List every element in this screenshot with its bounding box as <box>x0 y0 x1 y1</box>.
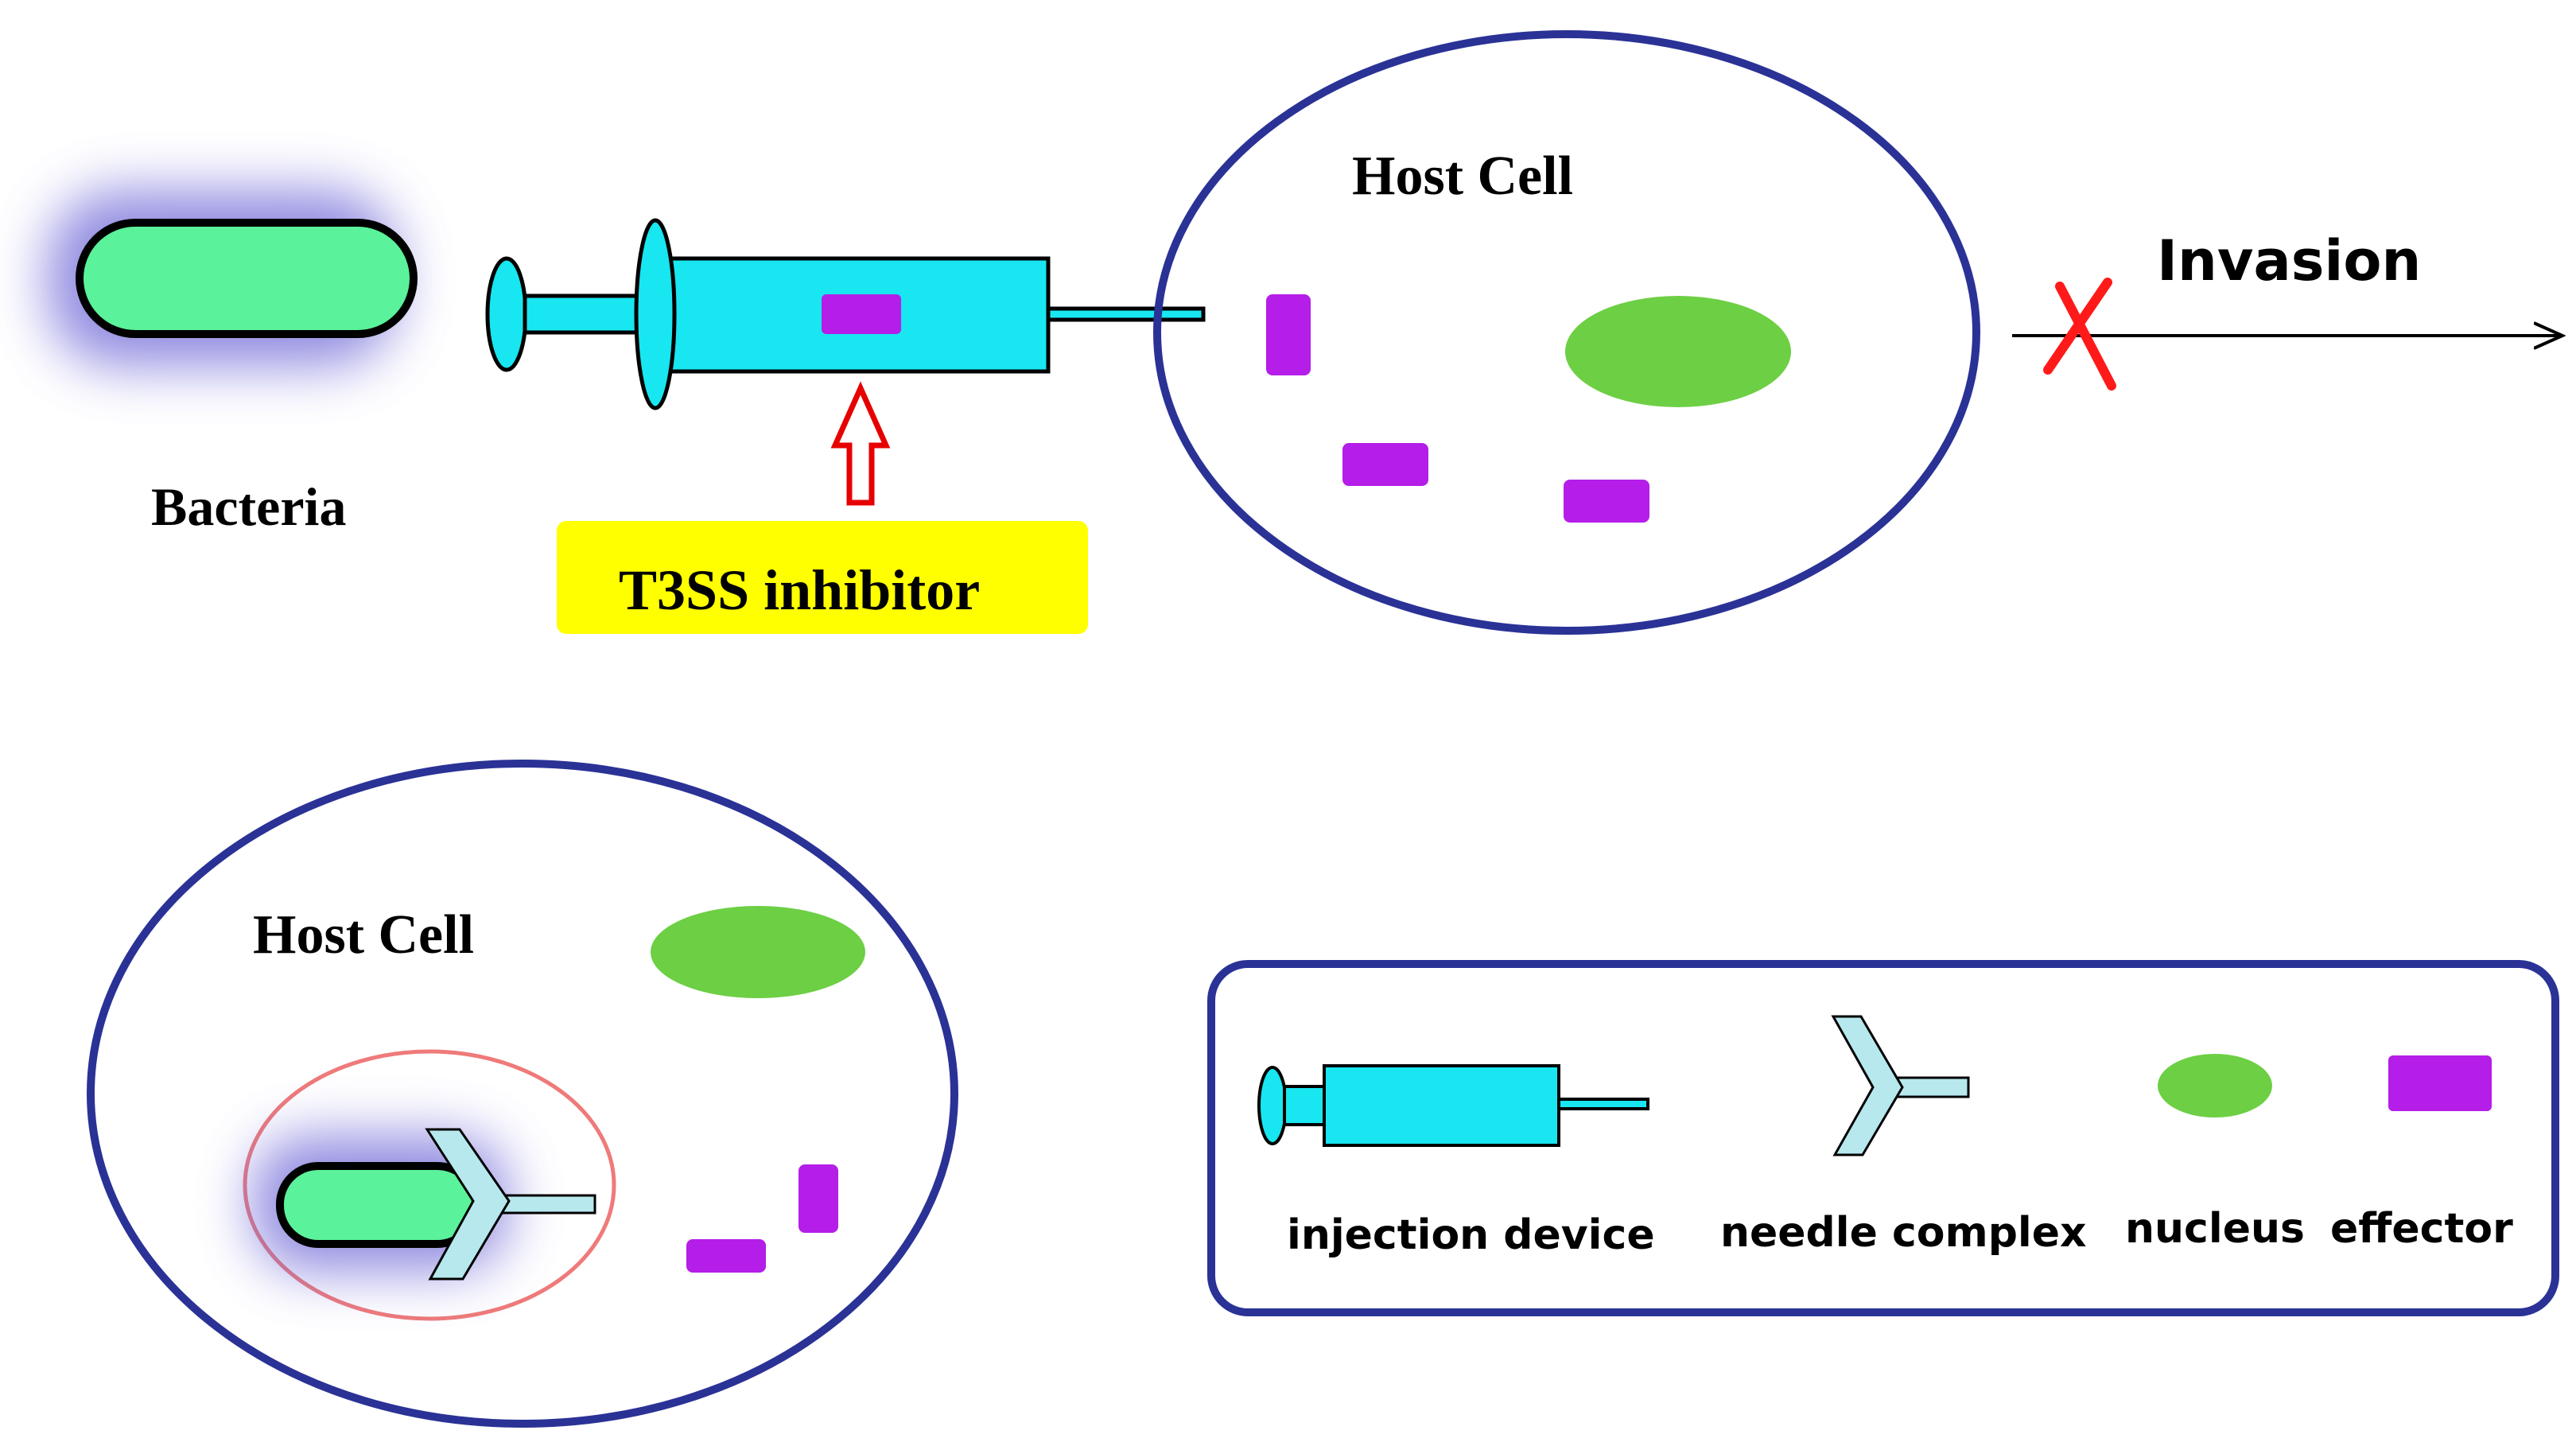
injection-device-top <box>485 218 1206 410</box>
needle-complex-bottom <box>425 1128 596 1281</box>
effector-bottom-1 <box>798 1164 838 1233</box>
legend-effector-icon <box>2388 1055 2492 1111</box>
syringe-plunger-cap <box>485 256 528 372</box>
effector-top-1 <box>1266 294 1311 375</box>
effector-top-2 <box>1342 443 1428 486</box>
inhibitor-label: T3SS inhibitor <box>619 558 980 622</box>
legend-box <box>1207 960 2559 1316</box>
invasion-label: Invasion <box>2157 228 2421 293</box>
syringe-needle <box>1046 306 1206 322</box>
host-cell-bottom <box>87 760 958 1428</box>
syringe-plunger-rod <box>523 293 647 335</box>
bacteria-body <box>76 219 418 338</box>
host-cell-bottom-label: Host Cell <box>253 904 474 966</box>
block-mark <box>2043 278 2116 391</box>
nucleus-top <box>1565 296 1791 407</box>
legend-needle-complex-label: needle complex <box>1720 1209 2087 1257</box>
host-cell-top <box>1153 30 1980 635</box>
effector-bottom-2 <box>686 1239 766 1273</box>
vacuole <box>243 1049 616 1321</box>
bacteria-top <box>48 191 418 366</box>
host-cell-top-label: Host Cell <box>1352 146 1573 207</box>
syringe-flange <box>634 218 677 410</box>
bacteria-label: Bacteria <box>151 476 346 537</box>
legend-needle-complex-icon <box>1831 1015 1970 1156</box>
inhibitor-box <box>557 521 1088 634</box>
legend-injection-device-label: injection device <box>1287 1211 1655 1259</box>
bacteria-bottom-body <box>276 1162 480 1248</box>
effector-top-3 <box>1564 480 1649 523</box>
legend-effector-label: effector <box>2330 1205 2513 1253</box>
inhibitor-arrow <box>830 381 891 506</box>
legend-nucleus-label: nucleus <box>2125 1205 2305 1253</box>
legend-syringe-icon <box>1257 1064 1649 1147</box>
effector-in-syringe <box>822 294 901 334</box>
legend-nucleus-icon <box>2158 1054 2272 1117</box>
nucleus-bottom <box>651 906 865 998</box>
